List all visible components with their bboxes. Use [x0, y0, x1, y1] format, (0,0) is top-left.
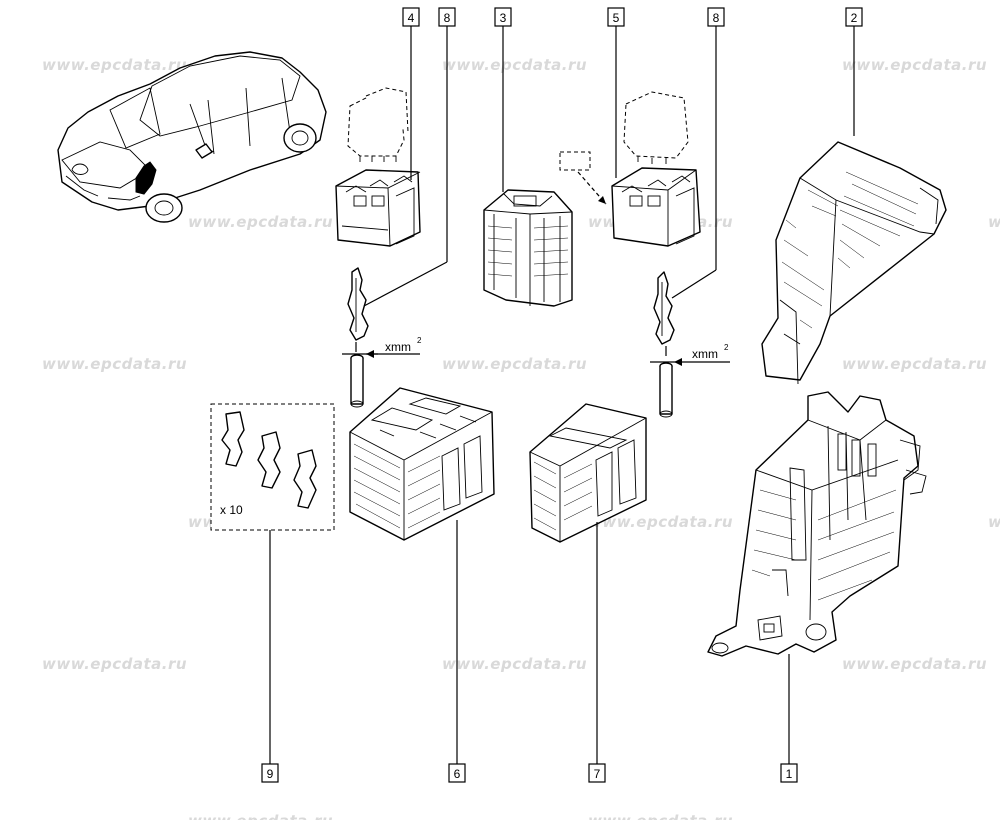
- watermark: www.epcdata.ru: [442, 655, 587, 673]
- part-9-terminal-kit: x 10: [210, 403, 335, 531]
- wire-size-text: xmm: [692, 347, 718, 361]
- wire-size-superscript: 2: [417, 336, 422, 345]
- wire-size-label-right: xmm 2: [650, 343, 730, 366]
- part-8-terminal-left: [347, 267, 369, 408]
- part-1-fusebox-base: [707, 391, 927, 657]
- callout-1: 1: [780, 763, 798, 783]
- callout-8-right: 8: [707, 7, 725, 27]
- callout-3: 3: [494, 7, 512, 27]
- wire-size-label-left: xmm 2: [342, 336, 422, 358]
- part-5-relay-holder: [559, 91, 701, 247]
- callout-number: 8: [713, 11, 720, 25]
- part-8-terminal-right: [653, 271, 675, 418]
- wire-size-text: xmm: [385, 340, 411, 354]
- part-4-relay-holder: [335, 87, 421, 247]
- callout-number: 1: [786, 767, 793, 781]
- watermark: www.epcdata.ru: [42, 355, 187, 373]
- part-2-cover: [761, 141, 947, 385]
- watermark: www.epcdata.ru: [42, 56, 187, 74]
- part-7-fuse-block: [529, 403, 647, 543]
- callout-number: 8: [444, 11, 451, 25]
- watermark: www.epcdata.ru: [988, 213, 1000, 231]
- fusebox-location-marker: [135, 161, 157, 195]
- callout-9: 9: [261, 763, 279, 783]
- leader-lines: [269, 26, 855, 764]
- watermark: www.epcdata.ru: [842, 56, 987, 74]
- callout-number: 7: [594, 767, 601, 781]
- callout-number: 5: [613, 11, 620, 25]
- callout-number: 2: [851, 11, 858, 25]
- watermark: www.epcdata.ru: [588, 513, 733, 531]
- wire-size-superscript: 2: [724, 343, 729, 352]
- watermark: www.epcdata.ru: [588, 812, 733, 820]
- watermark: www.epcdata.ru: [442, 355, 587, 373]
- part-6-fuse-block: [349, 387, 495, 541]
- part-3-connector: [483, 189, 573, 307]
- quantity-label: x 10: [220, 503, 243, 517]
- callout-6: 6: [448, 763, 466, 783]
- watermark: www.epcdata.ru: [842, 655, 987, 673]
- callout-number: 4: [408, 11, 415, 25]
- callout-number: 9: [267, 767, 274, 781]
- callout-number: 6: [454, 767, 461, 781]
- car-illustration: [57, 51, 327, 223]
- watermark: www.epcdata.ru: [442, 56, 587, 74]
- watermark: www.epcdata.ru: [188, 213, 333, 231]
- callout-2: 2: [845, 7, 863, 27]
- watermark-layer: www.epcdata.ru www.epcdata.ru www.epcdat…: [42, 56, 1000, 820]
- watermark: www.epcdata.ru: [842, 355, 987, 373]
- callout-7: 7: [588, 763, 606, 783]
- watermark: www.epcdata.ru: [42, 655, 187, 673]
- callout-8-left: 8: [438, 7, 456, 27]
- watermark: www.epcdata.ru: [188, 812, 333, 820]
- watermark: www.epcdata.ru: [988, 513, 1000, 531]
- callout-number: 3: [500, 11, 507, 25]
- callout-5: 5: [607, 7, 625, 27]
- callout-4: 4: [402, 7, 420, 27]
